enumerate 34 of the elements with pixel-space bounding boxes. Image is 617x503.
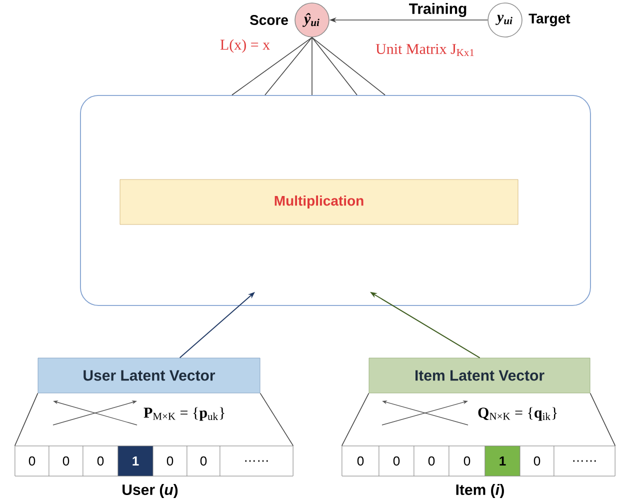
vector-cell: 0 — [342, 446, 380, 476]
vector-cell: 0 — [448, 446, 486, 476]
vector-box: Item Latent Vector — [368, 358, 590, 394]
vector-cell: 0 — [152, 446, 188, 476]
connector-line — [341, 392, 370, 446]
edge-label: Training — [408, 2, 468, 18]
vector-cell: 0 — [48, 446, 84, 476]
connector-line — [312, 37, 358, 96]
connector-line — [590, 392, 616, 446]
connector-line — [264, 37, 312, 96]
formula-label: Q$_{N×K}$ = {q$_{ik}$} — [478, 407, 557, 421]
vector-box: User Latent Vector — [38, 358, 260, 394]
vector-caption: Item (i) — [456, 484, 504, 498]
layer-box — [80, 95, 591, 306]
formula-label: L(x) = x — [220, 39, 270, 53]
vector-cell: …… — [554, 446, 616, 476]
connector-line — [312, 37, 386, 96]
circle-caption: Score — [250, 15, 288, 25]
vector-cell: 0 — [82, 446, 118, 476]
connector-line — [14, 392, 38, 446]
circle-caption: Target — [528, 14, 570, 26]
formula-label: P$_{M×K}$ = {p$_{uk}$} — [144, 407, 224, 421]
vector-cell: 0 — [186, 446, 220, 476]
operation-box: Multiplication — [120, 179, 518, 225]
vector-cell: 0 — [520, 446, 554, 476]
connector-line — [260, 392, 294, 446]
vector-cell: 1 — [484, 446, 520, 476]
vector-caption: User (u) — [122, 484, 178, 498]
vector-cell: 0 — [414, 446, 450, 476]
vector-cell: 0 — [378, 446, 414, 476]
formula-label: Unit Matrix J$_{Kx1}$ — [376, 44, 474, 56]
vector-cell: 1 — [118, 446, 154, 476]
connector-line — [232, 37, 312, 96]
vector-cell: 0 — [14, 446, 50, 476]
